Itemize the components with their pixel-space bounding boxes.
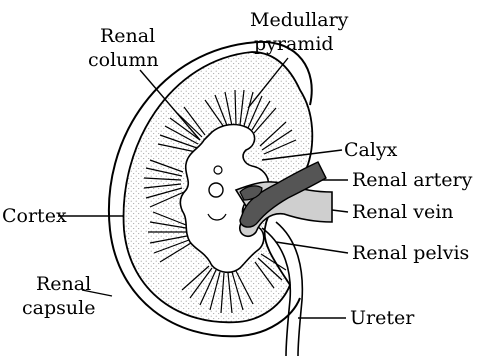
label-renal-pelvis: Renal pelvis [352, 242, 469, 264]
label-medullary-pyramid-line2: pyramid [254, 33, 334, 55]
label-calyx: Calyx [344, 139, 398, 161]
vessel-cross-section [209, 183, 223, 197]
label-renal-vein: Renal vein [352, 201, 454, 223]
label-renal-column-line2: column [88, 49, 159, 71]
label-cortex: Cortex [2, 205, 67, 227]
vessel-cross-section [214, 166, 222, 174]
label-ureter: Ureter [350, 307, 415, 329]
label-medullary-pyramid-line1: Medullary [250, 9, 349, 31]
label-renal-artery: Renal artery [352, 169, 473, 191]
label-renal-capsule-line2: capsule [22, 297, 95, 319]
label-renal-capsule-line1: Renal [36, 273, 91, 295]
label-renal-column-line1: Renal [100, 25, 155, 47]
